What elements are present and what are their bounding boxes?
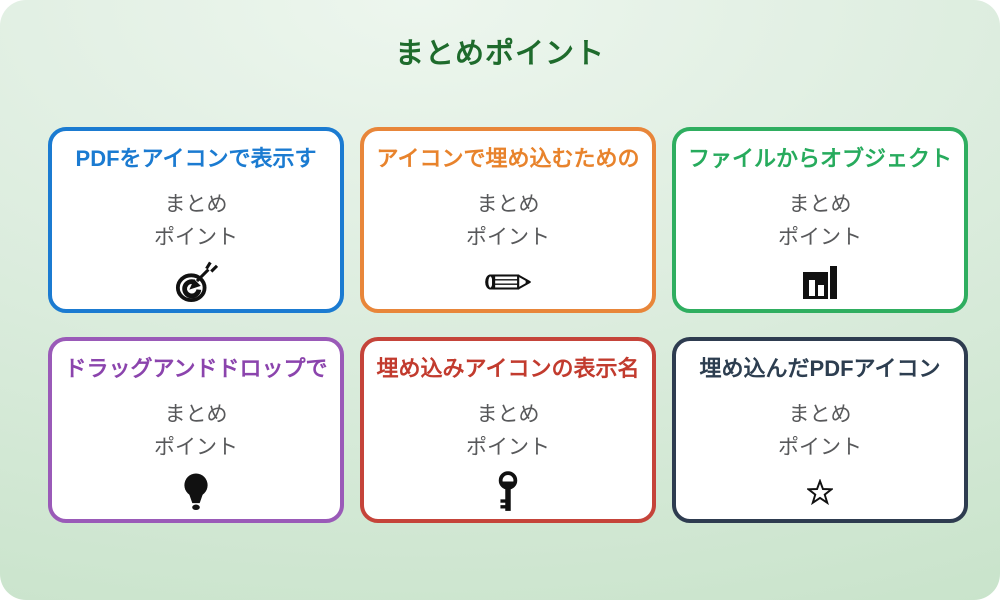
card-title: アイコンで埋め込むための bbox=[376, 146, 640, 171]
lightbulb-icon bbox=[183, 469, 209, 515]
card-body-text: まとめ ポイント bbox=[778, 193, 862, 249]
card-title: 埋め込んだPDFアイコン bbox=[699, 356, 941, 381]
pencil-icon bbox=[482, 259, 534, 305]
card-body-text: まとめ ポイント bbox=[466, 403, 550, 459]
star-icon bbox=[807, 469, 833, 515]
card-body-text: まとめ ポイント bbox=[778, 403, 862, 459]
card-icon-embed: アイコンで埋め込むための まとめ ポイント bbox=[360, 127, 656, 313]
key-icon bbox=[497, 469, 519, 515]
card-embed-icon-name: 埋め込みアイコンの表示名 まとめ ポイント bbox=[360, 337, 656, 523]
card-body-text: まとめ ポイント bbox=[154, 403, 238, 459]
card-title: ファイルからオブジェクト bbox=[687, 146, 952, 171]
card-title: 埋め込みアイコンの表示名 bbox=[376, 356, 640, 381]
card-embedded-pdf-icon: 埋め込んだPDFアイコン まとめ ポイント bbox=[672, 337, 968, 523]
card-grid: PDFをアイコンで表示す まとめ ポイント アイコンで埋め込むための bbox=[48, 127, 968, 523]
card-body-text: まとめ ポイント bbox=[154, 193, 238, 249]
card-title: ドラッグアンドドロップで bbox=[64, 356, 328, 381]
card-drag-drop: ドラッグアンドドロップで まとめ ポイント bbox=[48, 337, 344, 523]
target-icon bbox=[173, 259, 219, 305]
card-title: PDFをアイコンで表示す bbox=[75, 146, 317, 171]
bar-chart-icon bbox=[802, 259, 838, 305]
card-body-text: まとめ ポイント bbox=[466, 193, 550, 249]
card-pdf-icon-display: PDFをアイコンで表示す まとめ ポイント bbox=[48, 127, 344, 313]
card-file-object: ファイルからオブジェクト まとめ ポイント bbox=[672, 127, 968, 313]
page-title: まとめポイント bbox=[394, 38, 605, 70]
